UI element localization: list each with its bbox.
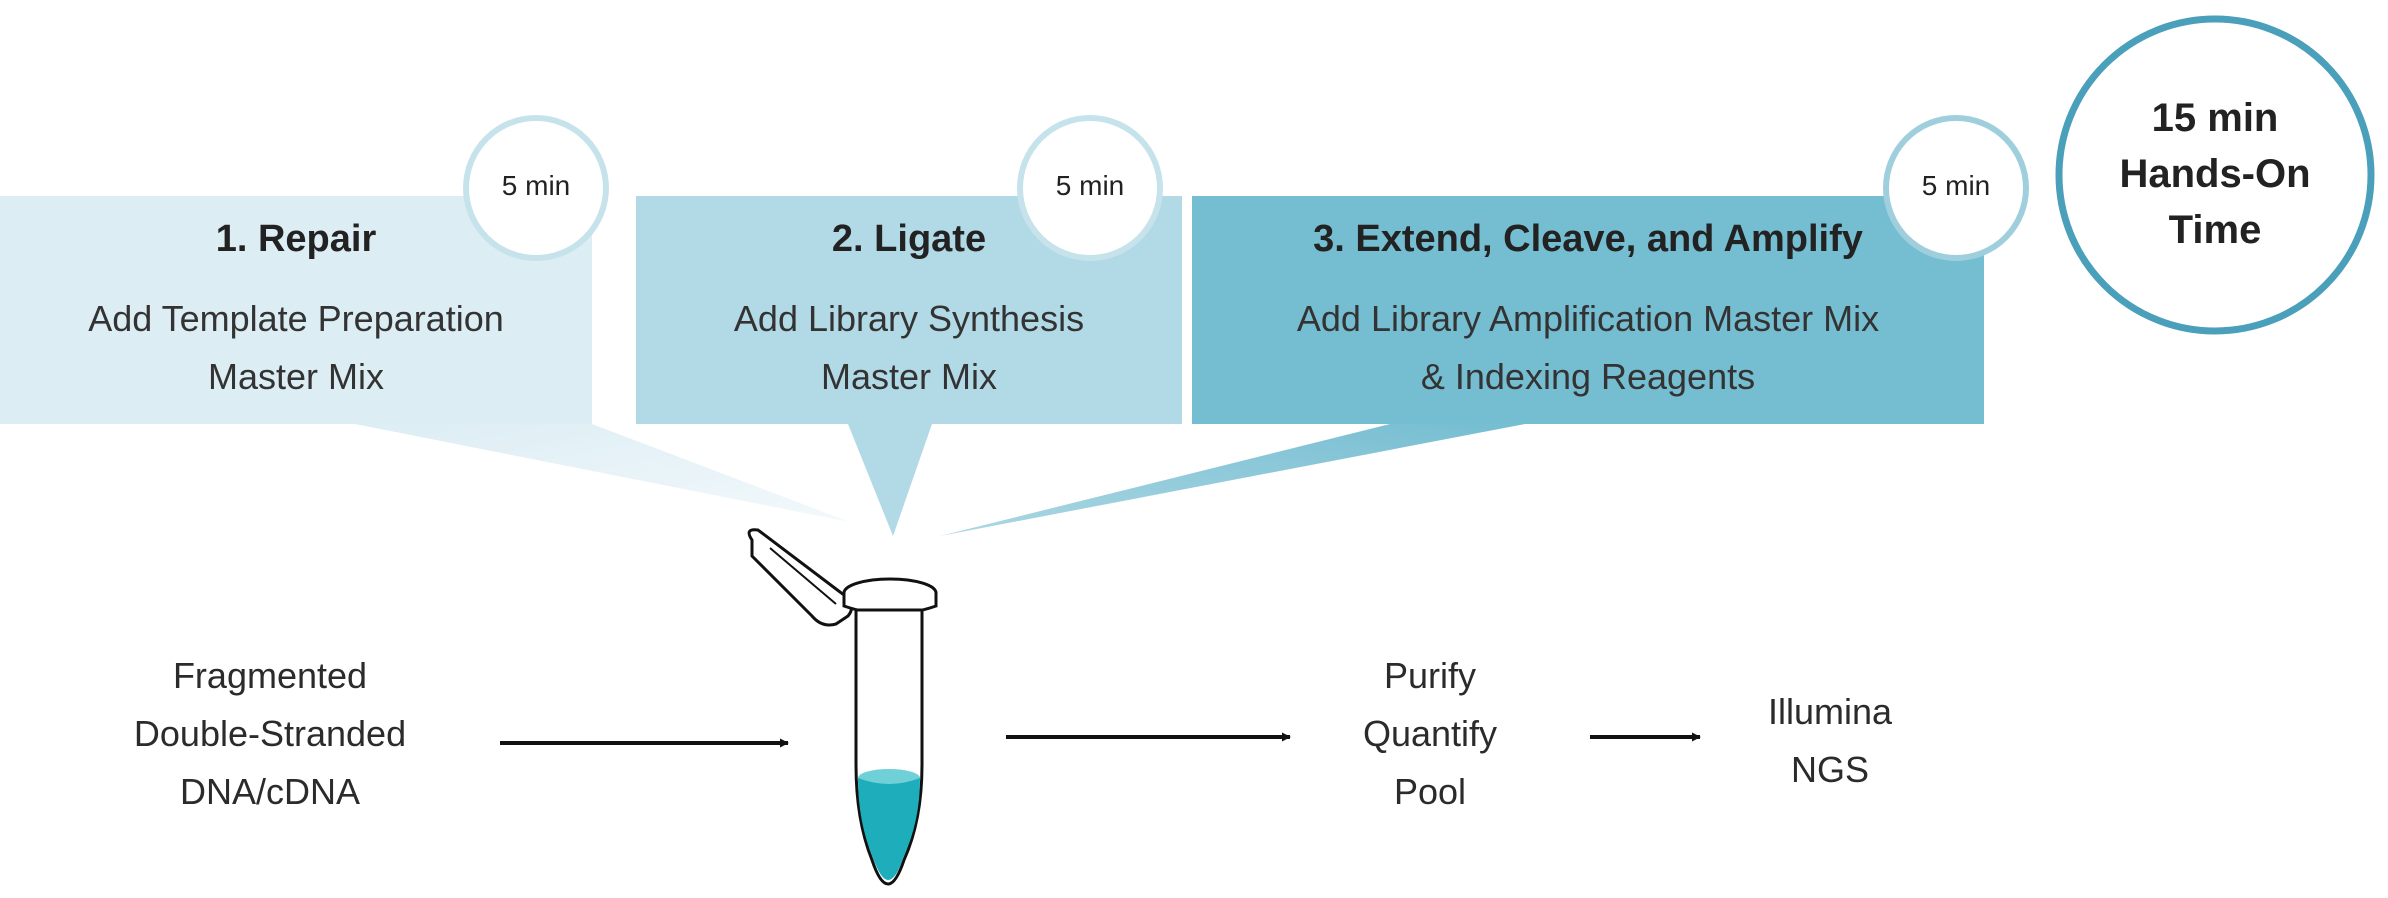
post-label-line-2: Quantify	[1362, 713, 1498, 754]
input-label-line-1: Fragmented	[172, 655, 368, 696]
step-1-desc-line-1: Add Template Preparation	[88, 298, 504, 339]
step-2-description: Add Library Synthesis Master Mix	[636, 290, 1182, 406]
post-label-line-1: Purify	[1383, 655, 1477, 696]
input-label-line-2: Double-Stranded	[133, 713, 407, 754]
step-1-desc-line-2: Master Mix	[207, 356, 384, 397]
step-3-title: 3. Extend, Cleave, and Amplify	[1313, 218, 1863, 260]
total-hands-on-time: 15 min Hands-On Time	[2065, 90, 2365, 258]
output-label: Illumina NGS	[1720, 683, 1940, 799]
step-3-time-circle	[1883, 115, 2029, 261]
post-label-line-3: Pool	[1393, 771, 1467, 812]
step-2-time: 5 min	[1055, 170, 1125, 201]
step-3-desc-line-2: & Indexing Reagents	[1420, 356, 1756, 397]
step-1-pointer	[355, 424, 850, 522]
step-1-description: Add Template Preparation Master Mix	[0, 290, 592, 406]
output-label-line-1: Illumina	[1767, 691, 1893, 732]
step-3-desc-line-1: Add Library Amplification Master Mix	[1296, 298, 1880, 339]
step-1-time: 5 min	[501, 170, 571, 201]
output-label-line-2: NGS	[1790, 749, 1869, 790]
post-processing-label: Purify Quantify Pool	[1310, 647, 1550, 821]
step-2-time-circle	[1017, 115, 1163, 261]
total-time-label-1: Hands-On	[2119, 152, 2311, 196]
tube-lid-detail	[769, 547, 837, 605]
step-2-desc-line-2: Master Mix	[820, 356, 997, 397]
step-2-pointer	[848, 424, 932, 536]
step-3-description: Add Library Amplification Master Mix & I…	[1192, 290, 1984, 406]
step-2-desc-line-1: Add Library Synthesis	[733, 298, 1085, 339]
input-label-line-3: DNA/cDNA	[179, 771, 361, 812]
step-1-time-circle	[463, 115, 609, 261]
tube-liquid	[858, 778, 920, 880]
step-3-panel	[1192, 196, 1984, 424]
step-1-title: 1. Repair	[215, 218, 377, 260]
total-time-circle	[2055, 15, 2375, 335]
total-time-value: 15 min	[2151, 96, 2279, 140]
step-2-title: 2. Ligate	[831, 218, 987, 260]
step-3-pointer	[940, 424, 1525, 536]
step-3-time: 5 min	[1921, 170, 1991, 201]
input-sample-label: Fragmented Double-Stranded DNA/cDNA	[90, 647, 450, 821]
tube-lid	[747, 528, 854, 627]
total-time-label-2: Time	[2168, 208, 2262, 252]
